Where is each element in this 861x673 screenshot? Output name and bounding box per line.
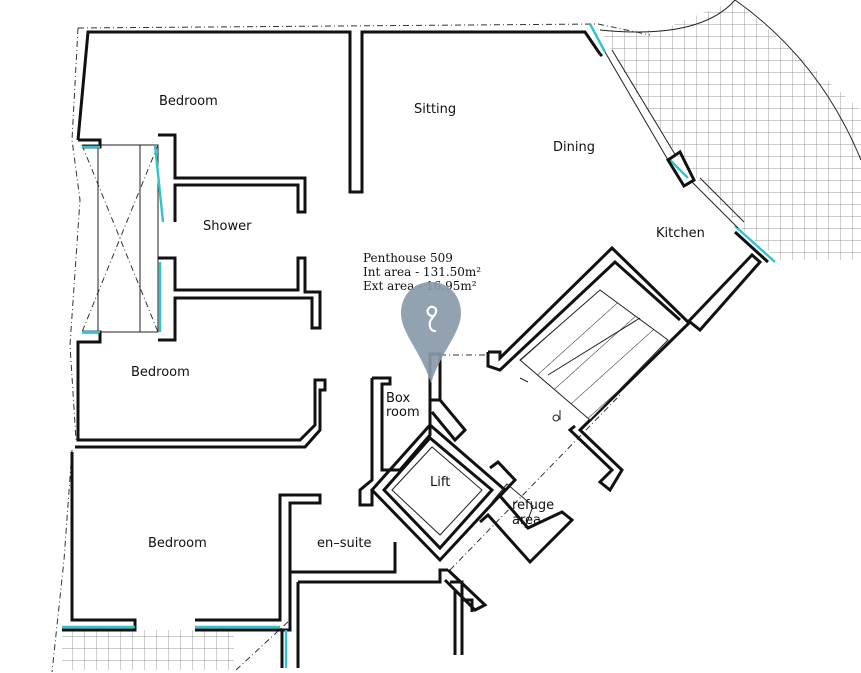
label-sitting: Sitting	[414, 102, 456, 117]
label-bedroom-top: Bedroom	[159, 94, 218, 109]
stair-treads	[519, 289, 669, 422]
map-pin-icon[interactable]	[401, 282, 461, 383]
label-bedroom-bottom: Bedroom	[148, 536, 207, 551]
walls	[62, 30, 770, 668]
unit-info: Penthouse 509 Int area - 131.50m² Ext ar…	[363, 251, 481, 293]
room-labels: Bedroom Sitting Dining Shower Kitchen Be…	[131, 94, 705, 551]
boundary-lines	[51, 23, 651, 673]
terrace-tiles-bottom-left	[62, 630, 234, 670]
label-kitchen: Kitchen	[656, 226, 705, 241]
label-bedroom-mid: Bedroom	[131, 365, 190, 380]
label-lift: Lift	[430, 475, 450, 490]
light-well	[81, 144, 159, 333]
label-refuge-line2: area	[512, 513, 541, 528]
label-refuge-line1: refuge	[512, 498, 554, 513]
glazing	[62, 23, 776, 668]
unit-int-area: Int area - 131.50m²	[363, 265, 481, 279]
label-en-suite: en–suite	[317, 536, 371, 551]
label-shower: Shower	[203, 219, 252, 234]
label-box-room-line1: Box	[386, 391, 410, 406]
terrace-tiles-top-right	[599, 0, 861, 260]
label-dining: Dining	[553, 140, 595, 155]
unit-name: Penthouse 509	[363, 251, 453, 265]
label-box-room-line2: room	[386, 405, 420, 420]
